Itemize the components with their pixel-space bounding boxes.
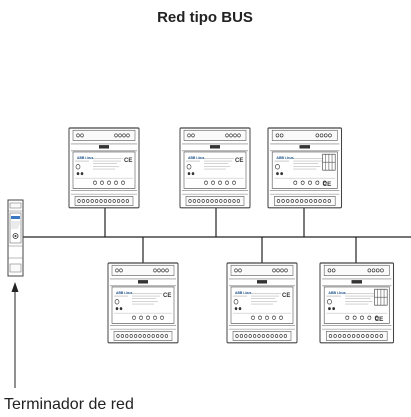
bus-module-large: ABB i-bus CE xyxy=(267,127,343,209)
ce-mark: CE xyxy=(235,157,244,164)
module-brand: ABB i-bus xyxy=(276,156,293,160)
ce-mark: CE xyxy=(163,292,172,299)
arrow-up-icon xyxy=(11,282,19,292)
module-brand: ABB i-bus xyxy=(235,291,251,295)
bus-module: ABB i-bus CE xyxy=(179,127,251,209)
module-brand: ABB i-bus xyxy=(328,291,345,295)
ce-mark: CE xyxy=(124,157,133,164)
module-brand: ABB i-bus xyxy=(77,156,93,160)
ce-mark: CE xyxy=(375,316,384,323)
diagram-title: Red tipo BUS xyxy=(157,9,253,26)
module-brand: ABB i-bus xyxy=(188,156,204,160)
bus-module: ABB i-bus CE xyxy=(107,262,179,344)
network-terminator xyxy=(7,199,24,277)
bus-module-large: ABB i-bus CE xyxy=(319,262,395,344)
ce-mark: CE xyxy=(323,181,332,188)
bus-module: ABB i-bus CE xyxy=(226,262,298,344)
module-brand: ABB i-bus xyxy=(116,291,132,295)
ce-mark: CE xyxy=(282,292,291,299)
terminator-caption: Terminador de red xyxy=(4,396,134,413)
bus-module: ABB i-bus CE xyxy=(68,127,140,209)
